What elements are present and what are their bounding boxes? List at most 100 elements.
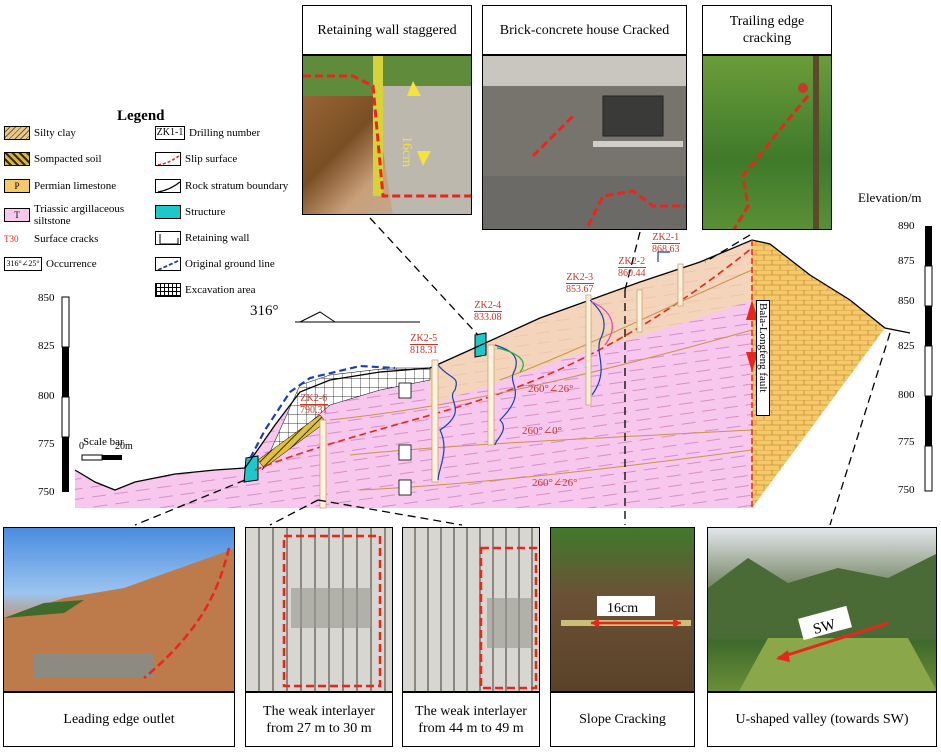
borehole-label-zk2-6: ZK2-6 790.31 <box>300 393 328 416</box>
caption-retaining-wall: Retaining wall staggered <box>302 5 472 55</box>
fault-arrow-down <box>746 352 758 372</box>
original-ground-line <box>244 364 396 469</box>
occurrence-swatch: 316°∠25° <box>4 257 42 271</box>
photo-valley-art: SW <box>708 554 936 691</box>
direction-marker <box>295 311 420 323</box>
caption-house-cracked: Brick-concrete house Cracked <box>482 5 687 55</box>
boreholes <box>319 263 684 509</box>
scale-bar <box>81 454 122 461</box>
permian-limestone-swatch: P <box>4 179 30 193</box>
occurrence-2: 260°∠0° <box>522 425 563 437</box>
slip-surface-swatch <box>155 152 181 166</box>
right-tick-775: 775 <box>898 436 915 448</box>
right-tick-875: 875 <box>898 255 915 267</box>
photo-leading-art <box>4 547 234 691</box>
right-tick-800: 800 <box>898 389 915 401</box>
caption-weak-interlayer-1: The weak interlayer from 27 m to 30 m <box>245 692 393 747</box>
photo-core-2-art <box>479 546 538 690</box>
legend-permian-limestone: P Permian limestone <box>4 178 116 194</box>
borehole-label-zk2-1: ZK2-1 868.63 <box>652 232 680 255</box>
left-tick-850: 850 <box>38 292 55 304</box>
legend-silty-clay: Silty clay <box>4 125 76 141</box>
slope-crack-label: 16cm <box>607 601 638 616</box>
compacted-soil-swatch <box>4 152 30 166</box>
borehole-zk2-2 <box>636 289 643 333</box>
scale-bar-zero: 0 <box>79 441 84 452</box>
excavation-area-swatch <box>155 283 181 297</box>
borehole-zk2-3 <box>585 294 592 406</box>
right-tick-890: 890 <box>898 220 915 232</box>
retaining-wall-marker <box>657 251 670 262</box>
legend-surface-cracks: T30 Surface cracks <box>4 233 99 245</box>
fault-label: Bala-Longfeng fault <box>756 300 770 416</box>
photo-house-cracked <box>482 55 687 230</box>
photo-trailing-edge <box>702 55 832 230</box>
elevation-title: Elevation/m <box>858 190 922 205</box>
photo-slope-art: 16cm <box>561 596 691 628</box>
photo-retaining-wall-art: 16cm <box>303 56 471 214</box>
legend-occurrence: 316°∠25° Occurrence <box>4 256 97 272</box>
right-elevation-ruler <box>924 226 933 492</box>
photo-core-1-art <box>282 534 382 688</box>
original-ground-swatch <box>155 257 181 271</box>
wall-gap-label: 16cm <box>399 136 414 167</box>
caption-trailing-edge: Trailing edge cracking <box>702 5 832 55</box>
direction-label: 316° <box>250 303 279 319</box>
legend-excavation-area: Excavation area <box>155 282 256 298</box>
limestone-lower <box>752 328 885 508</box>
borehole-label-zk2-4: ZK2-4 833.08 <box>474 300 502 323</box>
borehole-zk2-1 <box>677 263 684 307</box>
left-tick-825: 825 <box>38 340 55 352</box>
borehole-curves <box>437 299 613 481</box>
occurrence-1: 260°∠26° <box>528 383 574 395</box>
legend-triassic-siltstone: T Triassic argillaceous siltstone <box>4 200 130 230</box>
borehole-zk2-5 <box>431 359 439 483</box>
legend-drilling-number: ZK1-1 Drilling number <box>155 126 261 140</box>
occurrence-3: 260°∠26° <box>532 477 578 489</box>
caption-u-valley: U-shaped valley (towards SW) <box>707 692 937 747</box>
borehole-label-zk2-5: ZK2-5 818.31 <box>410 333 438 356</box>
left-elevation-ruler <box>61 296 70 492</box>
structure-leading <box>243 455 259 483</box>
photo-leading-edge <box>3 527 235 692</box>
photo-weak-interlayer-1 <box>245 527 393 692</box>
fault-arrow-up <box>746 300 758 320</box>
structure-swatch <box>155 205 181 219</box>
legend-slip-surface: Slip surface <box>155 151 237 167</box>
borehole-label-zk2-3: ZK2-3 853.67 <box>566 272 594 295</box>
left-tick-800: 800 <box>38 390 55 402</box>
photo-house-art <box>483 56 686 229</box>
caption-weak-interlayer-2: The weak interlayer from 44 m to 49 m <box>402 692 540 747</box>
right-tick-850: 850 <box>898 295 915 307</box>
photo-retaining-wall: 16cm <box>302 55 472 215</box>
borehole-zk2-6 <box>319 419 327 509</box>
scale-bar-title: Scale bar <box>83 436 124 448</box>
legend-compacted-soil: Sompacted soil <box>4 151 102 167</box>
legend-original-ground: Original ground line <box>155 256 275 272</box>
silty-clay-swatch <box>4 126 30 140</box>
photo-u-valley: SW <box>707 527 937 692</box>
photo-weak-interlayer-2 <box>402 527 540 692</box>
photo-slope-cracking: 16cm <box>550 527 695 692</box>
caption-slope-cracking: Slope Cracking <box>550 692 695 747</box>
legend-structure: Structure <box>155 204 225 220</box>
surface-cracks-swatch: T30 <box>4 234 19 244</box>
legend-retaining-wall: Retaining wall <box>155 230 249 246</box>
valley-direction-label: SW <box>811 616 838 637</box>
borehole-label-zk2-2: ZK2-2 860.44 <box>618 256 646 279</box>
legend-rock-boundary: Rock stratum boundary <box>155 178 288 194</box>
retaining-wall-swatch <box>155 231 181 245</box>
left-tick-775: 775 <box>38 438 55 450</box>
limestone-body <box>752 240 885 430</box>
legend-title: Legend <box>117 108 165 124</box>
drilling-number-swatch: ZK1-1 <box>155 126 185 140</box>
left-tick-750: 750 <box>38 486 55 498</box>
leader-lines <box>134 217 891 526</box>
triassic-siltstone-swatch: T <box>4 208 30 222</box>
crack-markers <box>398 382 412 496</box>
slip-surface-line <box>254 247 753 471</box>
scale-bar-20m: 20m <box>115 441 133 452</box>
photo-trailing-art <box>732 56 819 229</box>
ground-surface <box>74 239 911 491</box>
